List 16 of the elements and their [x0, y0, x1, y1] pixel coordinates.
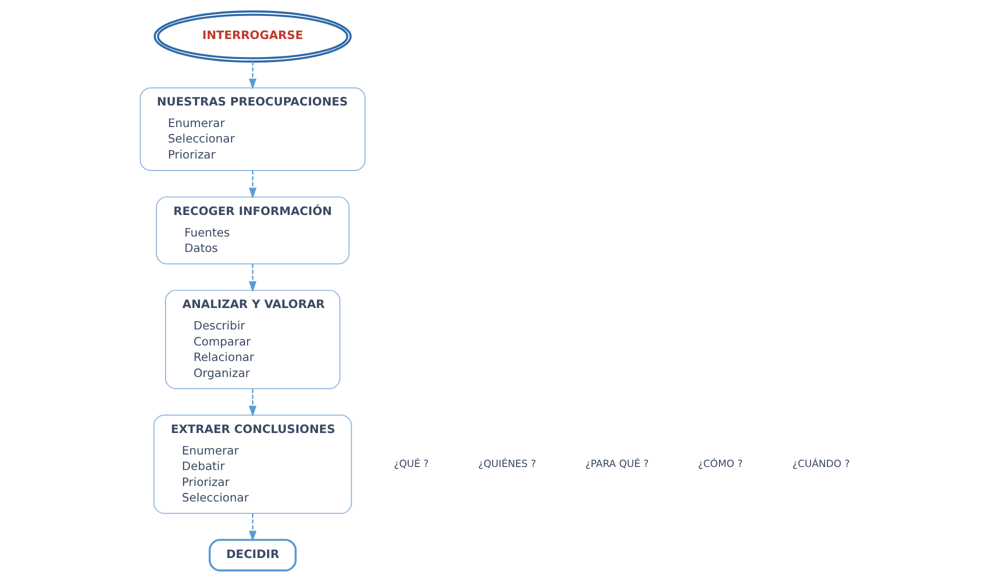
label: ¿CÓMO ?	[697, 458, 742, 470]
arrow	[248, 264, 256, 292]
arrow	[248, 61, 256, 90]
node-ellipse: INTERROGARSE	[153, 10, 352, 63]
label: ¿PARA QUÉ ?	[584, 458, 648, 470]
node-box: ANALIZAR Y VALORAR Describir Comparar Relacionar Organizar	[164, 290, 340, 390]
node-box: NUESTRAS PREOCUPACIONES Enumerar Seleccionar Priorizar	[139, 87, 366, 171]
node-box: EXTRAER CONCLUSIONES Enumerar Debatir Priorizar Seleccionar	[152, 414, 352, 514]
label: ¿CUÁNDO ?	[792, 458, 850, 470]
arrow	[248, 388, 256, 417]
label: ¿QUÉ ?	[393, 458, 428, 470]
arrow	[248, 514, 256, 542]
node-box: DECIDIR	[208, 538, 296, 572]
node-box: RECOGER INFORMACIÓN Fuentes Datos	[155, 196, 349, 264]
label: ¿QUIÉNES ?	[478, 458, 536, 470]
arrow	[248, 170, 256, 199]
